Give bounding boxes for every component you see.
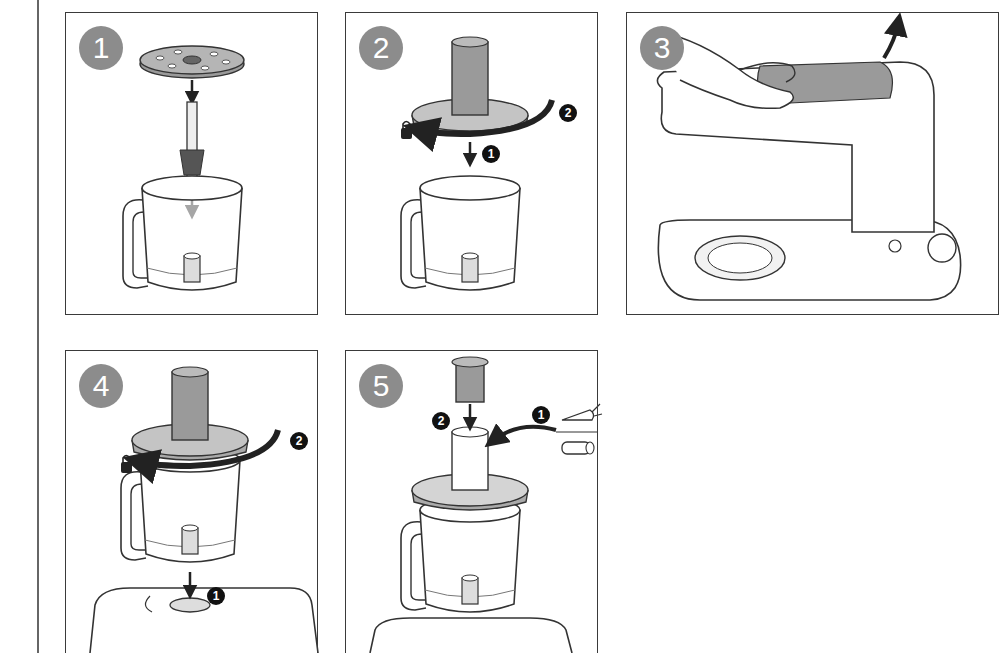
margin-line [37, 0, 39, 653]
callout-number: 2 [565, 106, 572, 120]
lid-assembly [401, 37, 552, 290]
bowl-on-machine [90, 367, 318, 653]
callout-circle: 2 [290, 432, 308, 450]
callout-number: 2 [438, 414, 445, 428]
pusher-and-food [370, 357, 602, 653]
callout-number: 1 [213, 589, 220, 603]
callout-number: 2 [296, 434, 303, 448]
callout-circle: 1 [207, 587, 225, 605]
machine-arm [657, 24, 960, 300]
step-number: 4 [79, 364, 123, 408]
step-panel: 5 1 2 [345, 350, 598, 653]
callout-circle: 1 [482, 145, 500, 163]
step-number: 3 [640, 26, 684, 70]
step-panel: 4 2 1 [65, 350, 318, 653]
step-number: 5 [359, 364, 403, 408]
callout-circle: 1 [532, 406, 550, 424]
step-number: 1 [79, 26, 123, 70]
callout-number: 1 [488, 147, 495, 161]
step-panel: 1 [65, 12, 318, 315]
disc-assembly [123, 46, 244, 290]
step-number: 2 [359, 26, 403, 70]
step-panel: 3 [626, 12, 999, 315]
step-panel: 2 2 1 [345, 12, 598, 315]
callout-number: 1 [538, 408, 545, 422]
callout-circle: 2 [559, 104, 577, 122]
callout-circle: 2 [432, 412, 450, 430]
